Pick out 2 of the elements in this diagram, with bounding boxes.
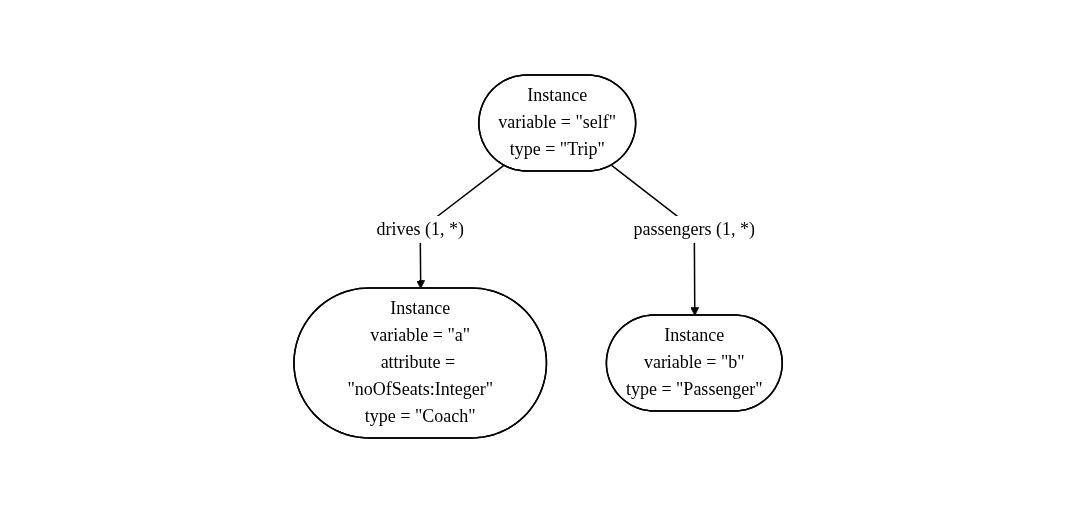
edge-label: drives (1, *): [376, 218, 465, 239]
edge-label: passengers (1, *): [633, 218, 756, 239]
